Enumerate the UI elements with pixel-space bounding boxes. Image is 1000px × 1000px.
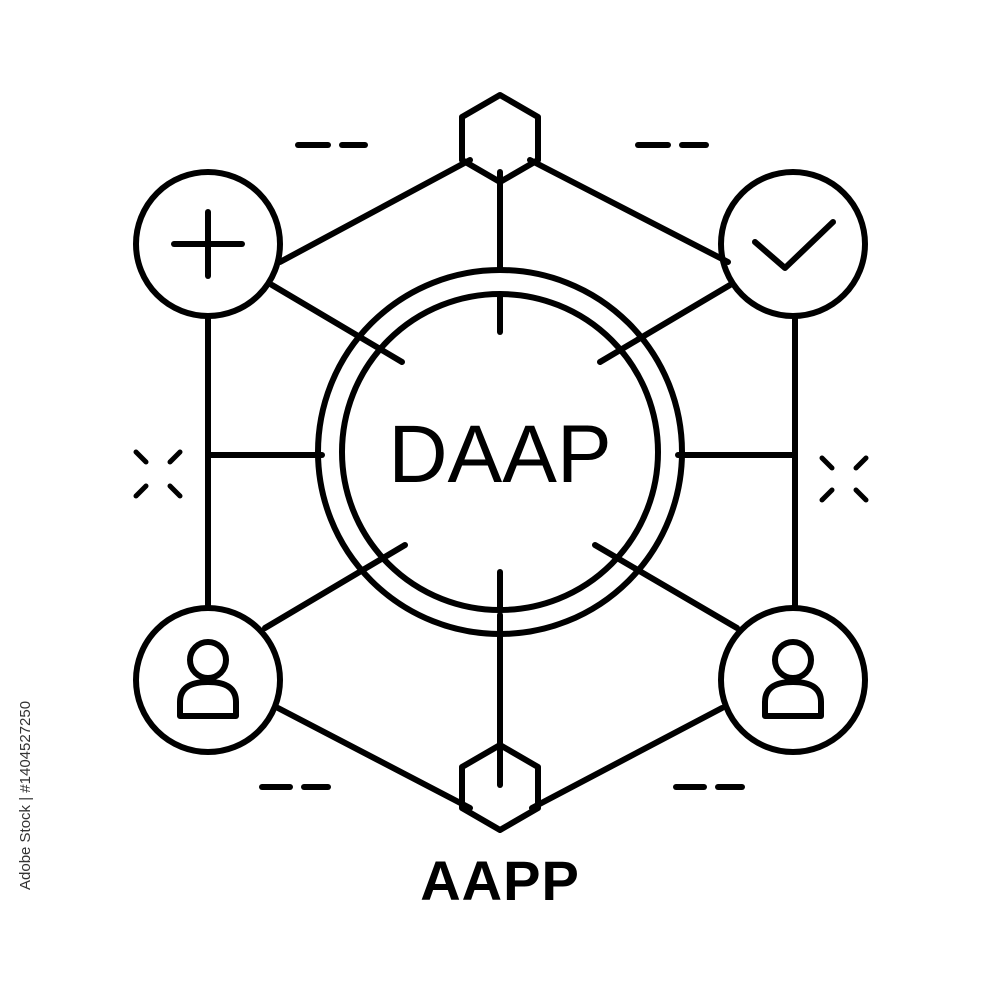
edge-bottom-left — [275, 705, 473, 811]
user-node-right — [718, 605, 868, 755]
edge-top-left — [277, 157, 473, 265]
hexagon-icon — [459, 742, 541, 833]
hexagon-icon — [459, 92, 541, 185]
sparkle-icon-left — [133, 449, 183, 499]
hexagon-node-top — [459, 92, 541, 185]
hexagon-node-bottom — [459, 742, 541, 833]
sparkle-icon-right — [819, 455, 869, 503]
plus-node — [133, 169, 283, 319]
edge-bottom-right — [529, 705, 725, 811]
outer-ring — [315, 267, 685, 637]
check-node — [718, 169, 868, 319]
plus-icon — [171, 209, 245, 279]
network-frame — [205, 157, 798, 811]
stock-id-text: Adobe Stock | #1404527250 — [17, 701, 34, 890]
center-label: DAAP — [388, 409, 611, 500]
bottom-label: AAPP — [420, 849, 580, 912]
decorative-dashes — [259, 142, 745, 790]
user-icon — [177, 639, 239, 719]
user-node-left — [133, 605, 283, 755]
edge-top-right — [527, 157, 731, 265]
center-ring — [315, 267, 685, 637]
user-icon — [762, 639, 824, 719]
check-icon — [752, 219, 836, 271]
